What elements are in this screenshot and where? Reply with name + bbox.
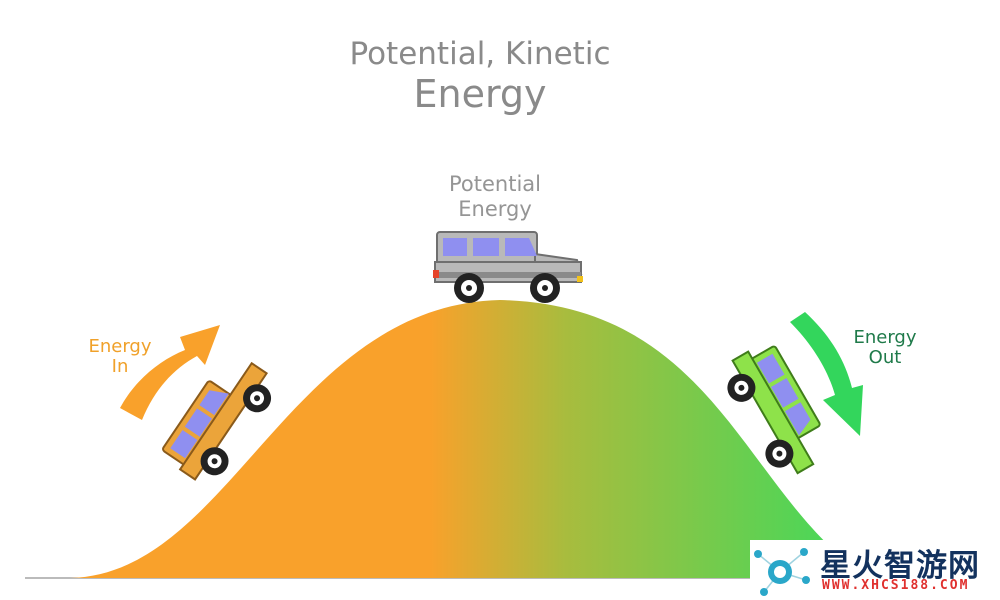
hill — [70, 300, 870, 578]
energy-out-label-line-1: Energy — [853, 327, 917, 348]
energy-out-arrow — [790, 312, 863, 436]
energy-in-label-line-1: Energy — [88, 336, 152, 357]
energy-in-arrow — [120, 325, 220, 420]
green-car — [727, 345, 821, 475]
title-line-2: Energy — [413, 72, 547, 116]
potential-energy-label: Potential Energy — [415, 172, 575, 222]
energy-in-label: Energy In — [70, 337, 170, 377]
orange-car — [162, 361, 272, 481]
watermark: 星火智游网 WWW.XHCS188.COM — [750, 540, 1000, 600]
potential-label-line-1: Potential — [449, 172, 541, 196]
network-logo-icon — [754, 548, 810, 596]
energy-out-label: Energy Out — [825, 328, 945, 368]
watermark-url: WWW.XHCS188.COM — [822, 578, 970, 593]
title-line-1: Potential, Kinetic — [349, 36, 611, 72]
energy-out-label-line-2: Out — [868, 347, 902, 368]
energy-in-label-line-2: In — [111, 356, 129, 377]
potential-label-line-2: Energy — [458, 197, 532, 221]
watermark-name: 星火智游网 — [820, 548, 980, 584]
gray-car — [433, 231, 583, 303]
